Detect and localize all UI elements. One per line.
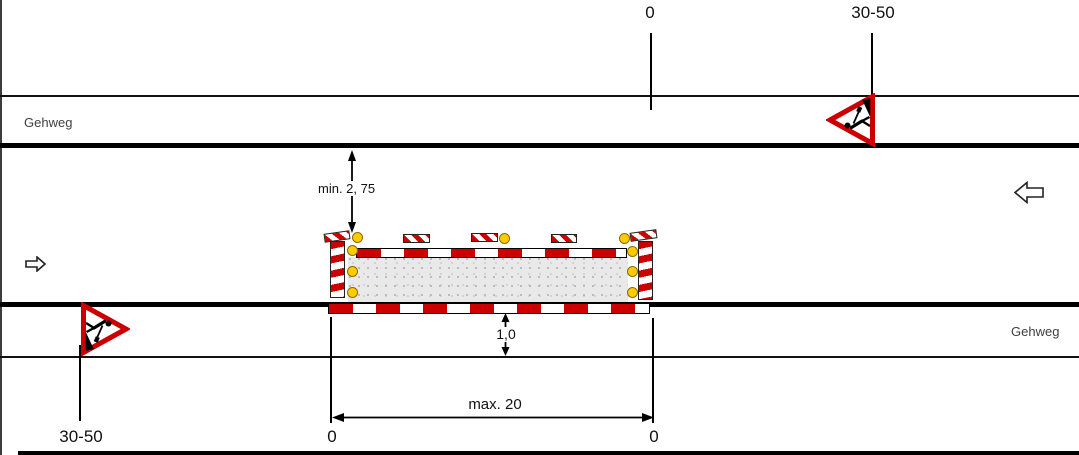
max-length-label: max. 20 — [449, 396, 541, 413]
offset-label: 1,0 — [496, 326, 516, 342]
warning-lamp-icon — [619, 233, 630, 244]
excavation-area — [348, 257, 628, 302]
warning-lamp-icon — [347, 287, 358, 298]
sidewalk-label-bottom: Gehweg — [1011, 324, 1060, 339]
striped-board-icon — [403, 234, 430, 243]
warning-lamp-icon — [347, 245, 358, 256]
direction-arrow-right-icon — [25, 256, 46, 272]
station-label-zero-bottom-right: 0 — [649, 427, 659, 446]
warning-lamp-icon — [627, 246, 638, 257]
canvas-left-border — [0, 0, 2, 455]
striped-board-icon — [551, 234, 577, 243]
sidewalk-edge-line-bottom — [0, 356, 1079, 358]
offset-arrow-up — [501, 313, 510, 327]
sign-post-bottom-left — [79, 345, 81, 421]
station-label-advance-top: 30-50 — [851, 3, 895, 22]
warning-lamp-icon — [627, 287, 638, 298]
dimension-line-right — [652, 318, 654, 423]
dimension-line-left — [330, 317, 332, 423]
roadworks-sign-icon — [826, 93, 875, 147]
barrier-fence-bottom — [328, 303, 650, 314]
barrier-panel-left — [330, 241, 345, 298]
station-label-zero-top: 0 — [645, 3, 655, 22]
roadworks-sign-icon — [81, 302, 130, 356]
warning-lamp-icon — [499, 233, 510, 244]
sidewalk-label-top: Gehweg — [24, 115, 73, 130]
barrier-fence-top — [356, 248, 627, 258]
road-edge-line-upper — [0, 143, 1079, 148]
barrier-panel-right — [638, 241, 653, 300]
station-tick-zero-top — [650, 33, 652, 110]
warning-lamp-icon — [347, 266, 358, 277]
direction-arrow-left-icon — [1013, 181, 1044, 204]
station-tick-advance-top — [871, 33, 873, 110]
min-width-label: min. 2, 75 — [316, 181, 378, 196]
sidewalk-edge-line-top — [0, 95, 1079, 97]
station-label-zero-bottom-left: 0 — [327, 427, 337, 446]
offset-arrow-down — [501, 342, 510, 356]
max-length-dimension-arrow — [332, 413, 654, 422]
warning-lamp-icon — [627, 266, 638, 277]
striped-board-icon — [471, 233, 498, 242]
bottom-window-strip — [18, 451, 1079, 455]
station-label-advance-bottom: 30-50 — [59, 427, 103, 446]
striped-board-icon — [629, 229, 658, 242]
warning-lamp-icon — [352, 232, 363, 243]
